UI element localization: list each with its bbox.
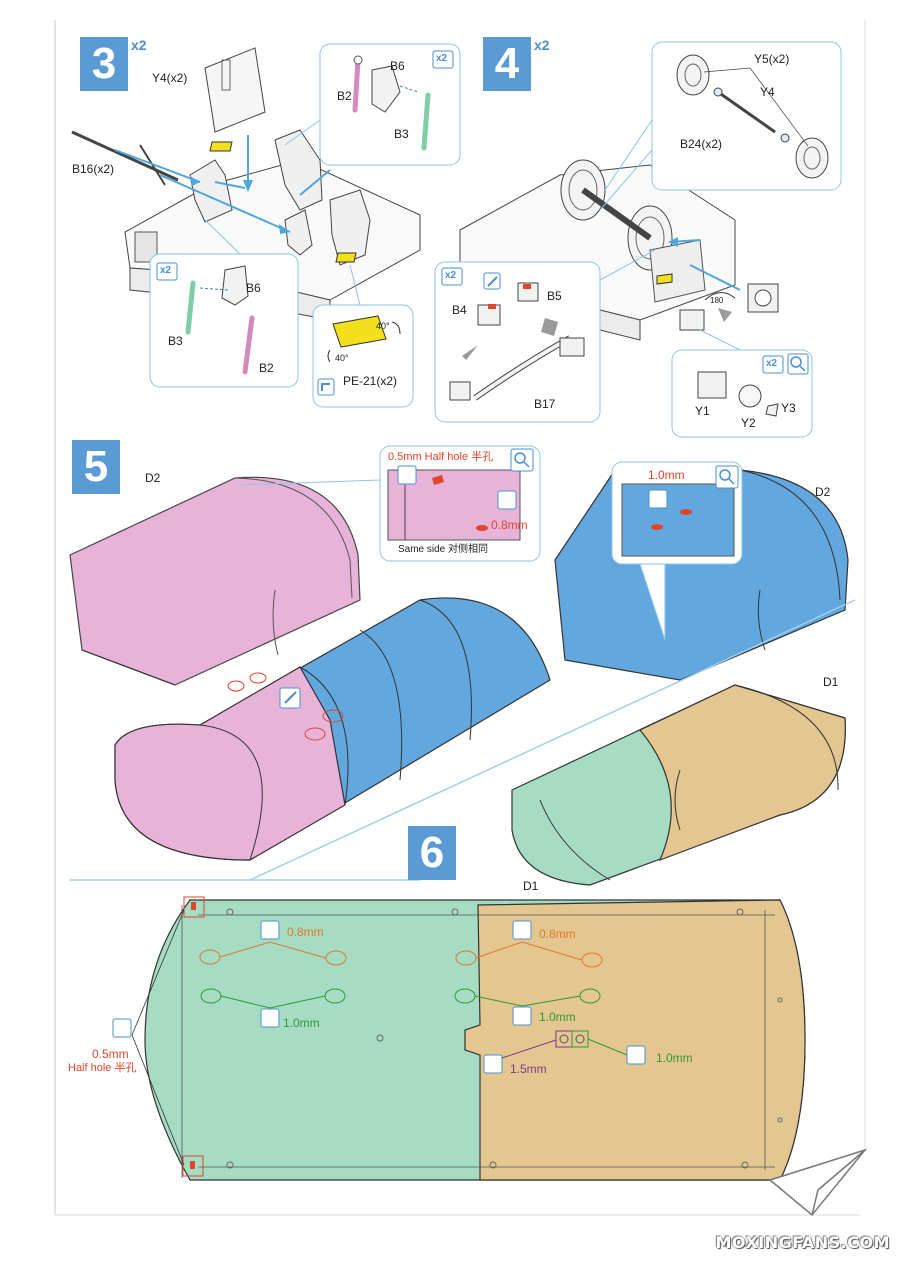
label-y2: Y2 [741,416,756,430]
label-same-side: Same side 对侧相同 [398,544,489,555]
step4-multiplier: x2 [534,37,550,53]
label-mid-15: 1.5mm [510,1062,547,1076]
label-rotation: 180 [710,296,724,305]
label-y4-axle: Y4 [760,85,775,99]
label-angle2: 40° [335,353,349,363]
label-y1: Y1 [695,404,710,418]
label-y3: Y3 [781,401,796,415]
step5-number: 5 [72,440,120,494]
label-mult-top: x2 [436,53,448,64]
label-mult-left: x2 [445,270,457,281]
label-drill-10: 1.0mm [648,468,685,482]
step3-multiplier: x2 [131,37,147,53]
label-left-10: 1.0mm [283,1016,320,1030]
label-d1-top: D1 [823,675,839,689]
label-half-hole: 0.5mm Half hole 半孔 [388,451,494,463]
step4-number: 4 [483,37,531,91]
step5-assembly [69,445,856,886]
label-b3-bottom: B3 [168,334,183,348]
label-b2-bottom: B2 [259,361,274,375]
label-far-10: 1.0mm [656,1051,693,1065]
label-mult-y: x2 [766,358,778,369]
label-b4: B4 [452,303,467,317]
label-drill-08: 0.8mm [491,518,528,532]
label-y4: Y4(x2) [152,71,188,85]
label-b2-top: B2 [337,89,352,103]
label-b6-top: B6 [390,59,405,73]
paper-plane-logo [768,1148,868,1217]
label-mult-bottom: x2 [160,265,172,276]
label-b6-bottom: B6 [246,281,261,295]
label-side-half: Half hole 半孔 [68,1062,137,1074]
watermark-text: MOXINGFANS.COM [715,1233,890,1252]
label-b16: B16(x2) [72,162,115,176]
label-right-08: 0.8mm [539,927,576,941]
label-angle1: 40° [376,321,390,331]
label-b17: B17 [534,397,556,411]
label-d1-bottom: D1 [523,879,539,893]
step6-plan [112,896,806,1181]
label-side-05: 0.5mm [92,1047,129,1061]
step6-number: 6 [408,826,456,880]
label-d2-right: D2 [815,485,831,499]
label-b3-top: B3 [394,127,409,141]
label-b24: B24(x2) [680,137,723,151]
step3-number: 3 [80,37,128,91]
label-pe21: PE-21(x2) [343,374,398,388]
step4-assembly [434,41,842,438]
label-d2-left: D2 [145,471,161,485]
step3-assembly [71,43,461,408]
label-b5: B5 [547,289,562,303]
label-left-08: 0.8mm [287,925,324,939]
label-y5: Y5(x2) [754,52,790,66]
label-right-10: 1.0mm [539,1010,576,1024]
